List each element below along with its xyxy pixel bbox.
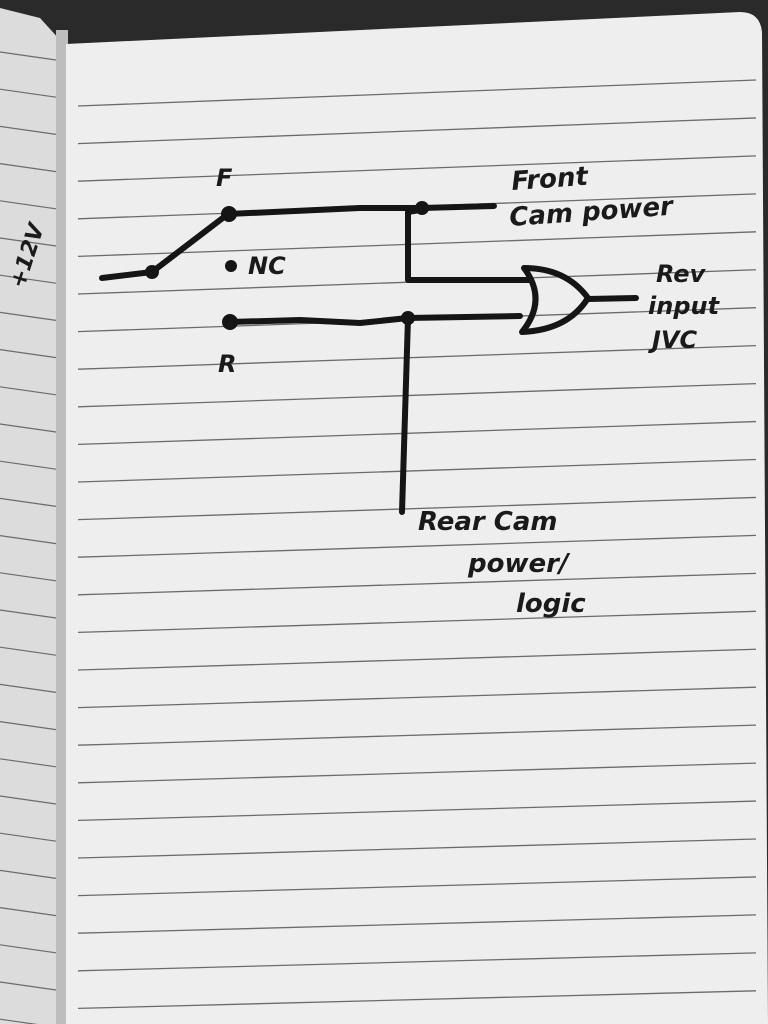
rule-line [0, 497, 57, 507]
right-page-rules [77, 79, 757, 1010]
rule-line [77, 572, 757, 596]
rule-line [77, 610, 757, 634]
rule-line [0, 311, 57, 321]
rule-line [0, 795, 57, 805]
rule-line [0, 349, 57, 359]
rule-line [77, 79, 757, 107]
rule-line [77, 382, 757, 408]
rule-line [77, 724, 757, 746]
gate-output-wire [585, 295, 639, 302]
nc-contact-dot [225, 260, 237, 272]
junction-dots [145, 201, 429, 330]
rule-line [77, 420, 757, 446]
rule-line [77, 648, 757, 671]
rule-line [0, 163, 57, 173]
switch-lever [149, 211, 231, 275]
switch-pivot-dot [145, 265, 159, 279]
circuit-sketch [99, 203, 639, 515]
output-label-line1: Rev [656, 260, 707, 288]
gate-input-rear-wire [405, 313, 523, 321]
rule-line [0, 683, 57, 693]
rule-line [77, 458, 757, 483]
front-label-line1: Front [510, 162, 590, 197]
output-label-line2: input [648, 292, 721, 320]
rule-line [0, 423, 57, 433]
rule-line [0, 758, 57, 768]
rule-line [0, 51, 57, 61]
front-cam-wire [225, 203, 497, 217]
switch-rear-label: R [218, 350, 236, 378]
rule-line [0, 200, 57, 210]
right-page [66, 12, 768, 1024]
front-junction-dot [415, 201, 429, 215]
rear-label-line3: logic [516, 589, 586, 619]
rule-line [77, 762, 757, 784]
switch-front-label: F [216, 164, 233, 192]
rule-line [0, 125, 57, 135]
rule-line [0, 981, 57, 991]
rear-label-line2: power/ [467, 549, 571, 579]
switch-nc-label: NC [248, 252, 286, 280]
rule-line [77, 117, 757, 145]
rule-line [77, 838, 757, 859]
rule-line [77, 534, 757, 558]
rule-line [0, 386, 57, 396]
rule-line [0, 907, 57, 917]
rule-line [77, 952, 757, 972]
rule-line [77, 155, 757, 182]
rule-line [0, 535, 57, 545]
rear-contact-dot [222, 314, 238, 330]
output-label-line3: JVC [648, 326, 698, 354]
rule-line [0, 832, 57, 842]
rule-line [77, 496, 757, 521]
rule-line [0, 646, 57, 656]
rule-line [0, 721, 57, 731]
rule-line [0, 88, 57, 98]
rule-line [0, 572, 57, 582]
rule-line [77, 990, 757, 1010]
left-page [0, 8, 60, 1024]
rule-line [77, 800, 757, 822]
rear-junction-dot [401, 311, 415, 325]
left-page-rules [0, 51, 57, 1024]
rear-switch-wire [227, 315, 411, 326]
rear-label-line1: Rear Cam [418, 507, 558, 537]
rule-line [77, 686, 757, 709]
rule-line [0, 609, 57, 619]
rule-line [77, 231, 757, 258]
rule-line [77, 914, 757, 934]
front-contact-dot [221, 206, 237, 222]
rule-line [0, 944, 57, 954]
rule-line [0, 460, 57, 470]
rule-line [0, 237, 57, 247]
rule-line [77, 345, 757, 370]
rule-line [0, 869, 57, 879]
page-gutter [56, 30, 68, 1024]
or-gate [519, 265, 591, 335]
rule-line [77, 876, 757, 897]
gate-input-front-wire [405, 207, 533, 283]
rule-line [0, 274, 57, 284]
supply-wire [99, 269, 155, 281]
rule-line [0, 1018, 38, 1024]
rear-cam-wire [399, 315, 411, 515]
